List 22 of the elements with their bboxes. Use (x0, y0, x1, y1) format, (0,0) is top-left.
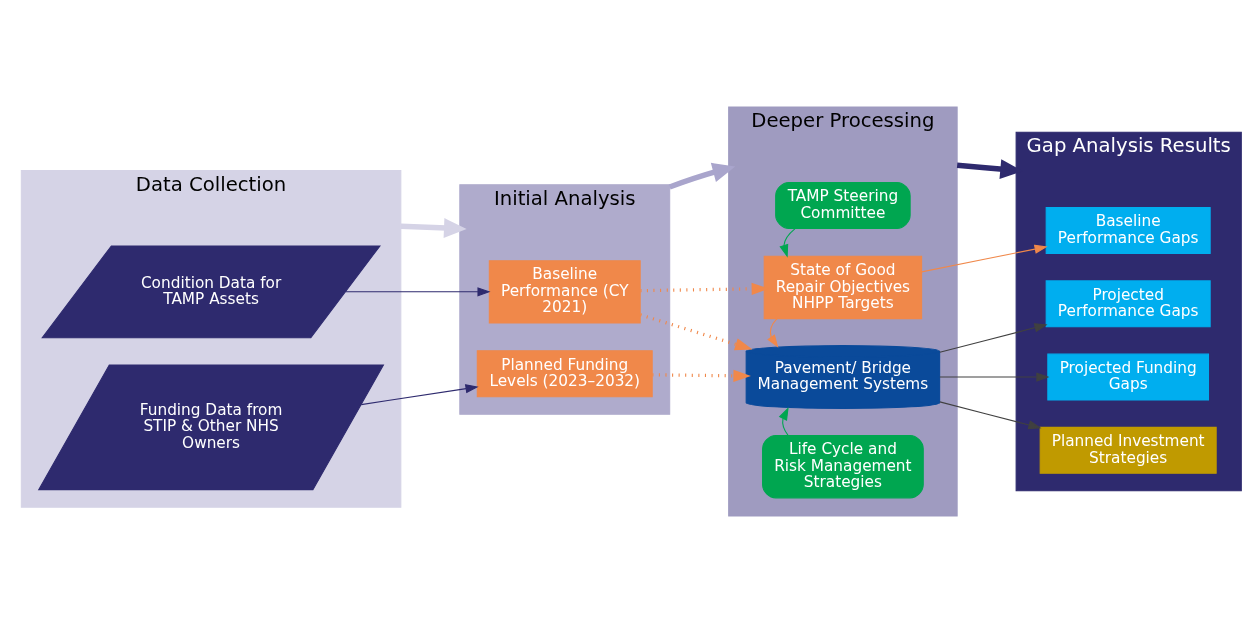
arrow (345, 286, 491, 296)
node-box: Baseline Performance Gaps (1045, 206, 1211, 254)
node-box: Planned Investment Strategies (1039, 426, 1217, 474)
arrow (640, 312, 753, 350)
arrow (652, 369, 751, 382)
arrow (360, 383, 479, 405)
arrow (939, 372, 1050, 382)
arrow (779, 227, 796, 258)
node-box: State of Good Repair Objectives NHPP Targets (763, 255, 923, 319)
arrow (668, 162, 736, 190)
node-box: Baseline Performance (CY 2021) (488, 259, 641, 324)
arrow (939, 400, 1042, 429)
arrow (778, 406, 789, 436)
node-box: Planned Funding Levels (2023–2032) (476, 349, 653, 397)
node-box: TAMP Steering Committee (775, 181, 911, 229)
arrow (767, 317, 779, 348)
node-box: Projected Funding Gaps (1047, 353, 1210, 401)
node-box: Life Cycle and Risk Management Strategies (762, 434, 924, 498)
node-box: Projected Performance Gaps (1045, 279, 1211, 327)
arrow (400, 217, 467, 238)
arrow (939, 322, 1048, 353)
arrow (921, 244, 1048, 272)
